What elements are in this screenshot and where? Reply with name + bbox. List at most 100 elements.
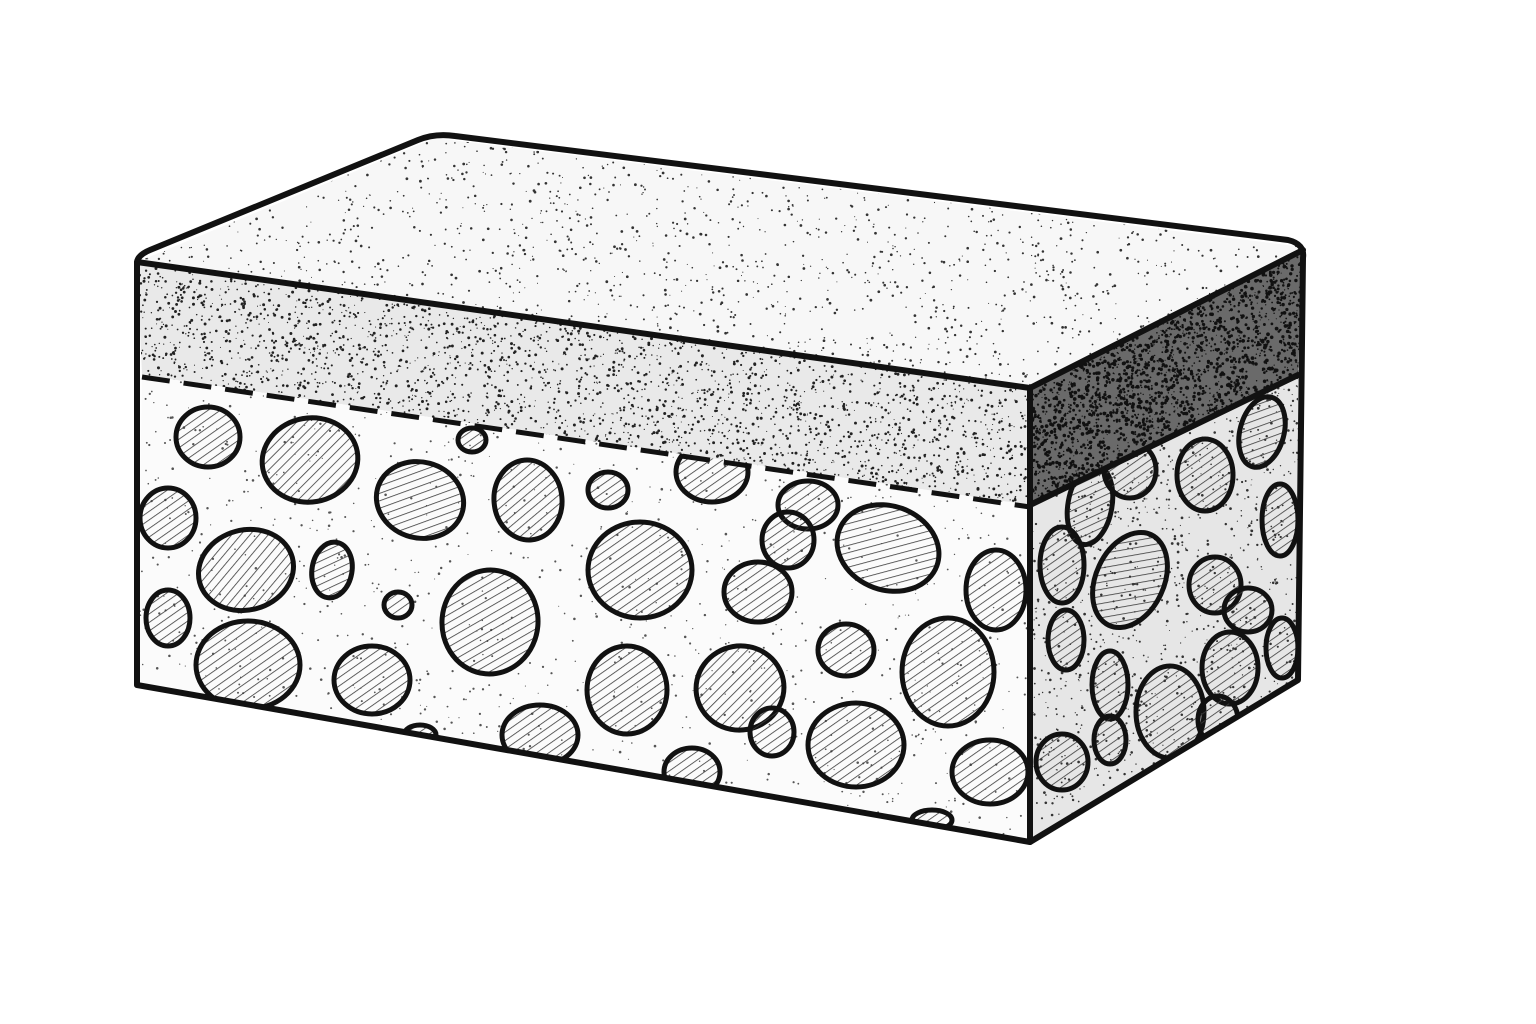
speckle-dot xyxy=(1296,162,1299,166)
speckle-dot xyxy=(936,348,938,350)
speckle-dot xyxy=(865,429,868,431)
speckle-dot xyxy=(847,271,851,274)
speckle-dot xyxy=(850,205,854,208)
speckle-dot xyxy=(489,146,493,150)
speckle-dot xyxy=(389,199,392,202)
speckle-dot xyxy=(330,179,333,182)
speckle-dot xyxy=(285,294,287,295)
speckle-dot xyxy=(1300,209,1302,211)
speckle-dot xyxy=(589,216,593,219)
speckle-dot xyxy=(1244,189,1247,193)
speckle-dot xyxy=(725,264,728,268)
speckle-dot xyxy=(310,144,313,147)
speckle-dot xyxy=(587,433,589,435)
speckle-dot xyxy=(742,271,744,273)
speckle-dot xyxy=(541,221,544,224)
speckle-dot xyxy=(1072,337,1074,339)
speckle-dot xyxy=(707,180,711,183)
speckle-dot xyxy=(440,380,444,383)
speckle-dot xyxy=(679,364,683,368)
speckle-dot xyxy=(506,404,509,407)
speckle-dot xyxy=(656,422,658,424)
speckle-dot xyxy=(421,282,424,286)
speckle-dot xyxy=(856,238,860,241)
speckle-dot xyxy=(206,255,210,258)
speckle-dot xyxy=(781,404,785,407)
speckle-dot xyxy=(863,199,866,201)
speckle-dot xyxy=(427,307,431,311)
speckle-dot xyxy=(997,484,1000,487)
speckle-dot xyxy=(322,196,325,199)
speckle-dot xyxy=(670,412,674,416)
speckle-dot xyxy=(977,389,980,391)
speckle-dot xyxy=(827,378,830,382)
speckle-dot xyxy=(1008,231,1011,234)
speckle-dot xyxy=(472,185,475,188)
speckle-dot xyxy=(697,389,699,391)
speckle-dot xyxy=(605,280,609,284)
speckle-dot xyxy=(608,191,610,193)
speckle-dot xyxy=(728,382,732,385)
speckle-dot xyxy=(703,211,705,213)
speckle-dot xyxy=(645,215,648,217)
speckle-dot xyxy=(721,370,724,372)
speckle-dot xyxy=(975,441,978,444)
speckle-dot xyxy=(510,400,514,404)
speckle-dot xyxy=(174,157,177,161)
speckle-dot xyxy=(314,378,316,381)
speckle-dot xyxy=(891,334,893,337)
speckle-dot xyxy=(1069,234,1072,237)
speckle-dot xyxy=(640,407,644,410)
speckle-dot xyxy=(863,420,866,423)
speckle-dot xyxy=(296,241,299,244)
speckle-dot xyxy=(806,199,809,202)
speckle-dot xyxy=(510,335,512,337)
speckle-dot xyxy=(203,306,206,309)
speckle-dot xyxy=(263,308,267,311)
speckle-dot xyxy=(233,167,236,169)
speckle-dot xyxy=(272,346,276,350)
speckle-dot xyxy=(964,435,967,438)
speckle-dot xyxy=(771,398,774,401)
speckle-dot xyxy=(396,190,399,193)
speckle-dot xyxy=(374,265,376,268)
speckle-dot xyxy=(630,407,632,410)
speckle-dot xyxy=(203,260,205,262)
speckle-dot xyxy=(407,396,411,399)
speckle-dot xyxy=(877,359,881,363)
speckle-dot xyxy=(1284,178,1287,181)
speckle-dot xyxy=(883,283,887,287)
speckle-dot xyxy=(1019,444,1023,448)
speckle-dot xyxy=(576,213,579,216)
speckle-dot xyxy=(171,315,175,319)
speckle-dot xyxy=(718,266,722,270)
speckle-dot xyxy=(1164,262,1167,265)
speckle-dot xyxy=(447,415,450,419)
speckle-dot xyxy=(1035,272,1037,274)
speckle-dot xyxy=(1252,246,1255,249)
speckle-dot xyxy=(937,360,940,364)
speckle-dot xyxy=(220,194,222,196)
speckle-dot xyxy=(947,225,949,228)
speckle-dot xyxy=(405,293,409,297)
speckle-dot xyxy=(1146,259,1149,261)
speckle-dot xyxy=(1115,168,1119,172)
speckle-dot xyxy=(847,177,850,180)
speckle-dot xyxy=(498,296,500,299)
speckle-dot xyxy=(680,173,683,176)
speckle-dot xyxy=(642,191,644,194)
speckle-dot xyxy=(1049,316,1052,319)
speckle-dot xyxy=(506,252,509,255)
speckle-dot xyxy=(1060,284,1063,287)
speckle-dot xyxy=(716,329,720,333)
speckle-dot xyxy=(968,336,971,339)
speckle-dot xyxy=(1034,244,1038,248)
speckle-dot xyxy=(944,362,948,366)
speckle-dot xyxy=(927,241,930,244)
speckle-dot xyxy=(835,444,838,446)
speckle-dot xyxy=(1123,222,1126,226)
speckle-dot xyxy=(532,258,535,261)
speckle-dot xyxy=(597,303,600,305)
speckle-dot xyxy=(728,203,731,206)
speckle-dot xyxy=(773,459,777,463)
